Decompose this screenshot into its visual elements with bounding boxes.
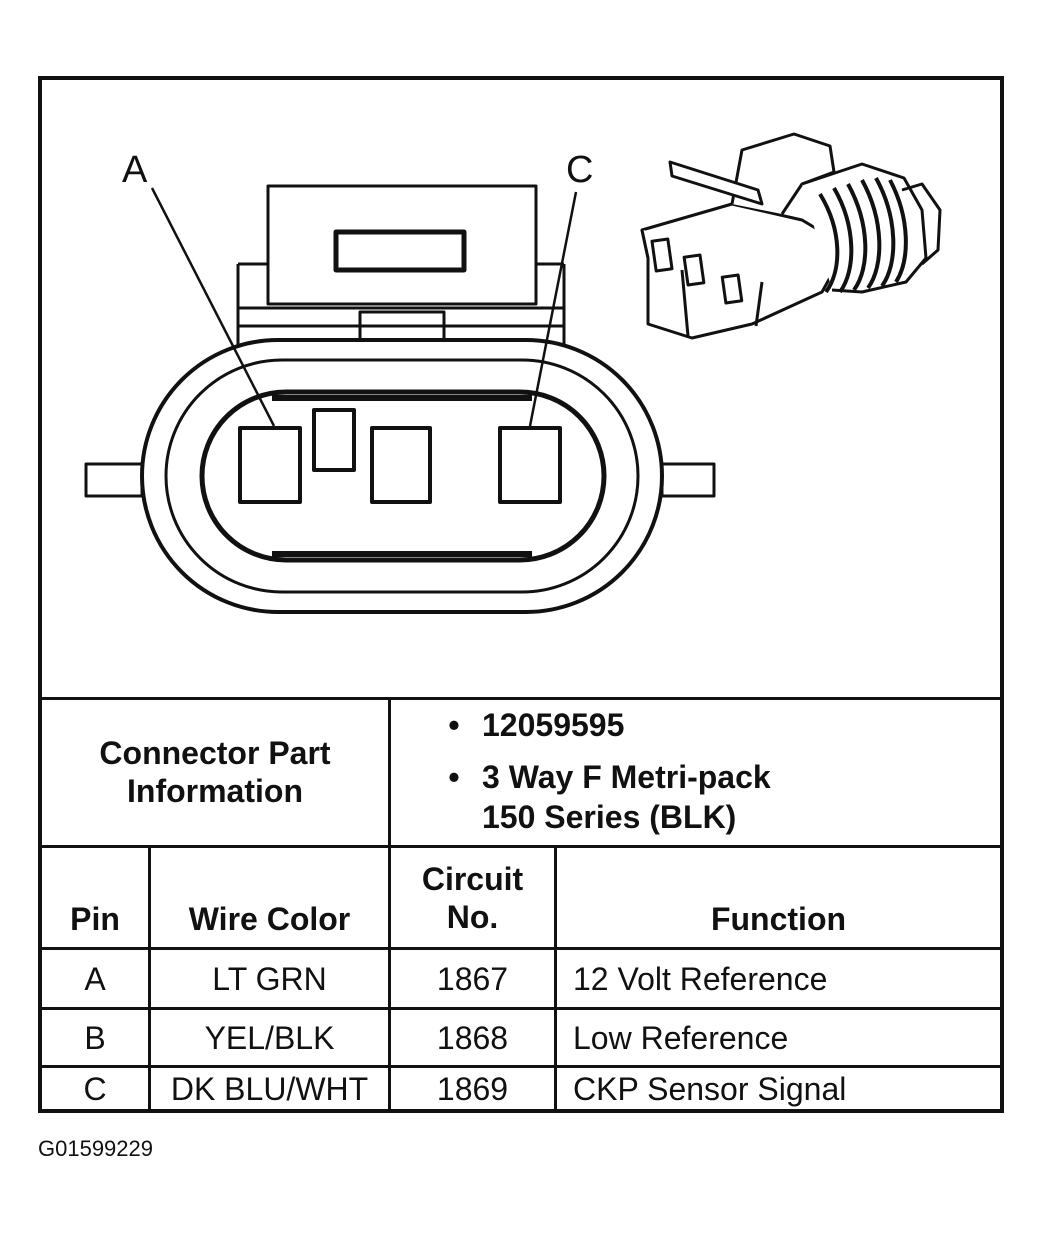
connector-type-item: • 3 Way F Metri-pack 150 Series (BLK)	[390, 757, 990, 837]
row-b-circuit: 1868	[436, 1019, 509, 1056]
table-divider	[42, 1065, 1000, 1068]
connector-latch-housing	[236, 184, 566, 352]
connector-face-diagram: A C	[84, 132, 942, 614]
connector-part-info-values: • 12059595 • 3 Way F Metri-pack 150 Seri…	[390, 705, 990, 837]
connector-type-line1: 3 Way F Metri-pack	[482, 759, 771, 795]
part-number-item: • 12059595	[390, 705, 990, 745]
table-divider	[42, 697, 1000, 700]
connector-type-line2: 150 Series (BLK)	[482, 799, 737, 835]
connector-isometric-icon	[640, 132, 942, 340]
pin-cavity-c	[498, 426, 562, 504]
connector-part-info-label: Connector Part Information	[42, 699, 388, 845]
header-circuit-no: Circuit No.	[391, 851, 554, 945]
row-c-wire-color: DK BLU/WHT	[170, 1070, 369, 1107]
pin-label-a: A	[122, 149, 148, 191]
row-c-pin: C	[83, 1070, 107, 1107]
connector-type: 3 Way F Metri-pack 150 Series (BLK)	[474, 757, 771, 837]
table-divider	[388, 697, 391, 1109]
row-b-function: Low Reference	[573, 1019, 789, 1056]
mounting-tab-left	[84, 462, 144, 498]
connector-part-info-label-line2: Information	[127, 773, 303, 809]
row-a-function: 12 Volt Reference	[573, 960, 828, 997]
row-a-pin: A	[84, 960, 106, 997]
header-wire-color: Wire Color	[188, 901, 351, 937]
row-a-wire-color: LT GRN	[212, 960, 327, 997]
leader-line-c	[528, 191, 578, 427]
figure-id: G01599229	[38, 1136, 153, 1161]
header-circuit-line1: Circuit	[421, 861, 524, 897]
row-b-wire-color: YEL/BLK	[204, 1019, 335, 1056]
table-divider	[42, 1007, 1000, 1010]
bullet-icon: •	[448, 707, 460, 743]
table-divider	[42, 947, 1000, 950]
row-c-function: CKP Sensor Signal	[573, 1070, 847, 1107]
table-divider	[42, 845, 1000, 848]
row-c-circuit: 1869	[436, 1070, 509, 1107]
table-divider	[148, 845, 151, 1109]
bullet-icon: •	[448, 759, 460, 795]
header-function: Function	[710, 901, 847, 937]
row-a-circuit: 1867	[436, 960, 509, 997]
part-number: 12059595	[482, 707, 625, 743]
connector-inner-face	[199, 389, 607, 563]
polarization-key	[312, 408, 356, 472]
connector-figure-frame: A C	[38, 76, 1004, 1113]
mounting-tab-right	[660, 462, 716, 498]
header-circuit-line2: No.	[446, 899, 499, 935]
leader-line-a	[150, 187, 276, 427]
pin-cavity-b	[370, 426, 432, 504]
connector-middle-shell	[164, 358, 640, 594]
table-divider	[554, 845, 557, 1109]
connector-part-info-label-line1: Connector Part	[99, 735, 331, 771]
header-pin: Pin	[70, 901, 120, 937]
connector-info-table: Connector Part Information • 12059595 • …	[42, 697, 1000, 1109]
pin-cavity-a	[238, 426, 302, 504]
pin-label-c: C	[566, 149, 593, 191]
row-b-pin: B	[84, 1019, 106, 1056]
